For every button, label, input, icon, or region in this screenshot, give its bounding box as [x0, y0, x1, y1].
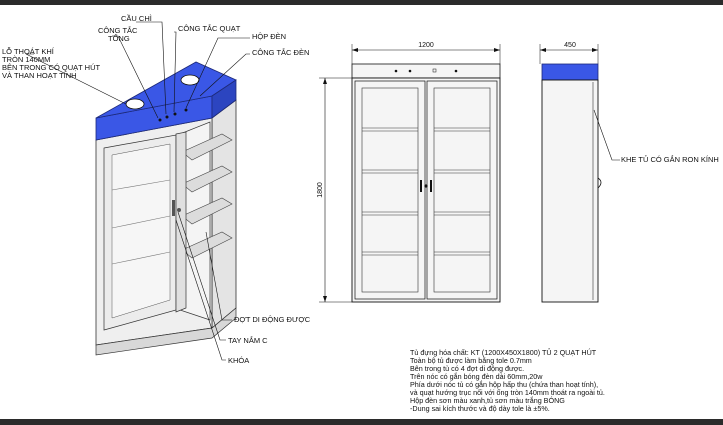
exhaust-hole-label-line3: BÊN TRONG CÓ QUẠT HÚT: [2, 63, 100, 72]
notes-block: Tủ đựng hóa chất: KT (1200X450X1800) TỦ …: [410, 348, 605, 413]
front-right-door: [426, 80, 498, 300]
left-door-shelf-line: [111, 251, 171, 265]
door-gap-label: KHE TỦ CÓ GẮN RON KÍNH: [621, 155, 719, 164]
note-line: Phía dưới nóc tủ có gắn hộp hấp thu (chứ…: [410, 380, 598, 389]
side-body: [541, 79, 599, 303]
shelf: [181, 197, 233, 225]
fuse-label: CẦU CHÌ: [121, 13, 152, 23]
note-line: Tủ đựng hóa chất: KT (1200X450X1800) TỦ …: [410, 348, 597, 357]
exhaust-hole-label-line1: LỖ THOÁT KHÍ: [2, 47, 55, 56]
left-door-shelf-line: [111, 215, 171, 229]
door-handle: [172, 200, 175, 216]
note-line: Hộp đèn sơn màu xanh,tủ sơn màu trắng BÓ…: [410, 396, 565, 405]
width-dimension: 1200: [418, 42, 434, 49]
note-line: Bên trong tủ có 4 đợt di động được.: [410, 364, 524, 373]
side-lamp-box: [541, 63, 599, 81]
left-door-shelf-line: [111, 179, 171, 191]
shelf: [181, 133, 233, 161]
door-lock: [177, 208, 181, 212]
lock-label: KHÓA: [228, 356, 249, 365]
exhaust-hole-icon: [125, 98, 145, 110]
isometric-cabinet: [95, 61, 237, 356]
c-handle-label: TAY NẮM C: [228, 336, 268, 345]
note-line: Toàn bộ tủ được làm bằng tole 0.7mm: [410, 356, 532, 365]
side-view: 450: [539, 42, 620, 303]
shelf: [181, 231, 233, 259]
fuse-icon: [165, 115, 169, 119]
light-switch-label: CÔNG TẮC ĐÈN: [252, 48, 309, 57]
main-switch-icon: [158, 118, 162, 122]
front-handle-icon: [430, 180, 432, 192]
leader-lines: [25, 21, 250, 361]
main-switch-label-line1: CÔNG TẮC: [98, 26, 138, 35]
note-line: và quạt hướng trục nối với ống tròn 140m…: [410, 388, 605, 397]
light-switch-icon: [184, 108, 188, 112]
front-handle-icon: [420, 180, 422, 192]
height-dimension: 1800: [317, 182, 324, 198]
cabinet-side-panel: [211, 99, 237, 329]
front-body: [351, 77, 501, 303]
front-view: 1200 1800: [317, 42, 501, 303]
lamp-box-label: HỘP ĐÈN: [252, 32, 286, 41]
note-line: Trên nóc có gắn bóng đèn dài 60mm,20w: [410, 372, 543, 381]
front-lock-icon: [424, 184, 428, 188]
front-left-door: [354, 80, 426, 300]
fan-switch-label: CÔNG TẮC QUẠT: [178, 24, 241, 33]
exhaust-hole-label-line4: VÀ THAN HOẠT TÍNH: [2, 71, 77, 80]
fan-switch-icon: [173, 112, 177, 116]
note-line: -Dung sai kích thước và độ dày tole là ±…: [410, 404, 550, 413]
cabinet-base: [95, 307, 237, 356]
exhaust-hole-icon: [180, 74, 200, 86]
left-door-glass: [111, 143, 171, 319]
frame-border-top: [0, 0, 723, 5]
movable-shelf-label: ĐỢT DI ĐỘNG ĐƯỢC: [234, 315, 311, 324]
shelf: [181, 165, 233, 193]
lamp-box-side: [211, 79, 237, 119]
frame-border-bottom: [0, 419, 723, 425]
main-switch-label-line2: TỔNG: [108, 34, 130, 43]
front-lamp-box: [351, 63, 501, 79]
side-handle-icon: [597, 177, 602, 189]
exhaust-hole-label-line2: TRÒN 140MM: [2, 55, 50, 64]
depth-dimension: 450: [564, 42, 576, 49]
